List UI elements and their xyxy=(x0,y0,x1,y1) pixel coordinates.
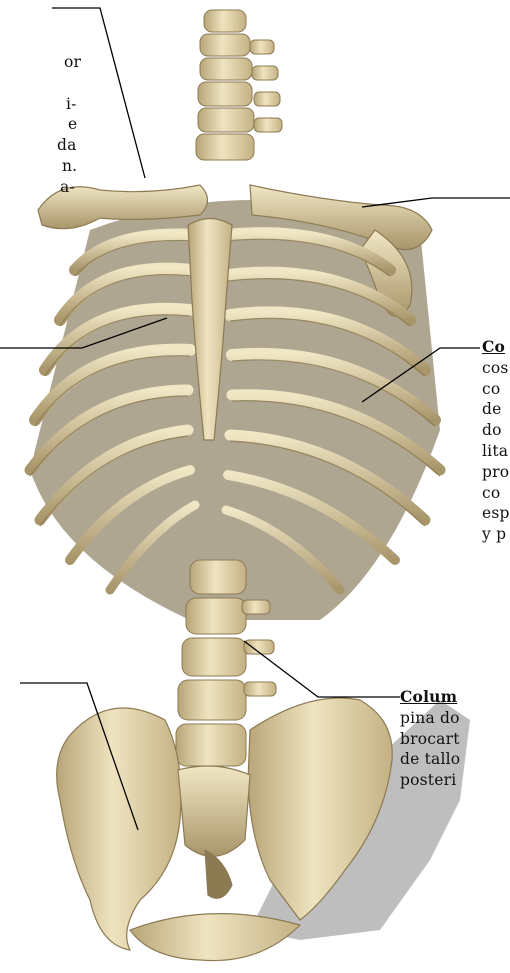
label-right-ribs-line: do xyxy=(482,420,510,441)
label-left-top-line: da xyxy=(10,135,81,156)
label-right-column-line: posteri xyxy=(400,770,460,791)
label-right-column-title: Colum xyxy=(400,687,460,708)
label-left-top-line: or xyxy=(10,52,81,73)
label-right-ribs-line: de xyxy=(482,399,510,420)
label-left-top-line: n. xyxy=(10,156,81,177)
label-right-column-line: de tallo xyxy=(400,749,460,770)
label-right-ribs-line: esp xyxy=(482,503,510,524)
label-right-ribs-line: pro xyxy=(482,462,510,483)
label-left-top: or i- e da n. a- xyxy=(10,52,81,198)
label-left-top-line: a- xyxy=(10,177,81,198)
label-left-top-line xyxy=(10,73,81,94)
label-left-top-line: i- xyxy=(10,94,81,115)
label-right-ribs-line: y p xyxy=(482,524,510,545)
label-right-ribs: Co cos co de do lita pro co esp y p xyxy=(482,337,510,545)
label-right-ribs-line: lita xyxy=(482,441,510,462)
label-right-ribs-line: cos xyxy=(482,358,510,379)
label-right-ribs-title: Co xyxy=(482,337,510,358)
label-right-column: Colum pina do brocart de tallo posteri xyxy=(400,687,460,791)
label-right-column-line: pina do xyxy=(400,708,460,729)
label-right-ribs-line: co xyxy=(482,483,510,504)
label-left-top-line: e xyxy=(10,114,81,135)
cervical-vertebrae xyxy=(196,10,282,160)
label-right-ribs-line: co xyxy=(482,379,510,400)
label-right-column-line: brocart xyxy=(400,729,460,750)
